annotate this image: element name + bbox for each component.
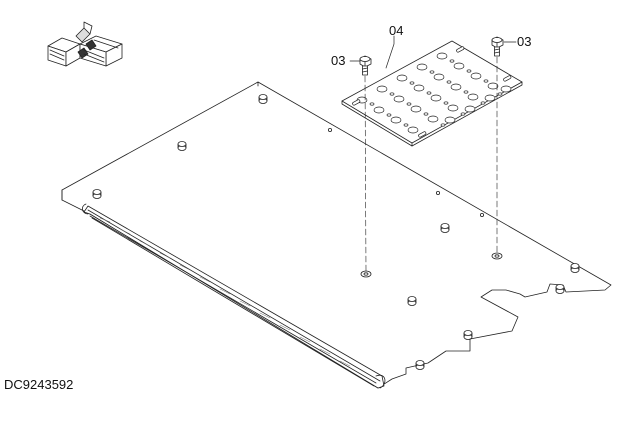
leader-lines <box>349 35 517 69</box>
callout-03-right: 03 <box>517 34 532 49</box>
callout-03-left: 03 <box>331 53 346 68</box>
bolt-right <box>491 36 504 57</box>
stud <box>570 263 580 273</box>
step-plate-holes <box>352 46 512 138</box>
stud <box>415 360 425 370</box>
stud <box>463 330 473 340</box>
stud <box>440 223 450 233</box>
stud <box>258 94 268 104</box>
stud <box>555 284 565 294</box>
stud <box>407 296 417 306</box>
stud <box>92 189 102 199</box>
step-plate <box>341 40 523 147</box>
machine-location-icon <box>47 21 123 67</box>
assembly-lines <box>364 56 498 272</box>
stud <box>177 141 187 151</box>
drawing-code: DC9243592 <box>4 377 74 392</box>
bolt-left <box>359 55 372 76</box>
plate-fasteners <box>92 94 580 370</box>
floor-plate <box>61 81 612 389</box>
callout-04: 04 <box>389 23 404 38</box>
